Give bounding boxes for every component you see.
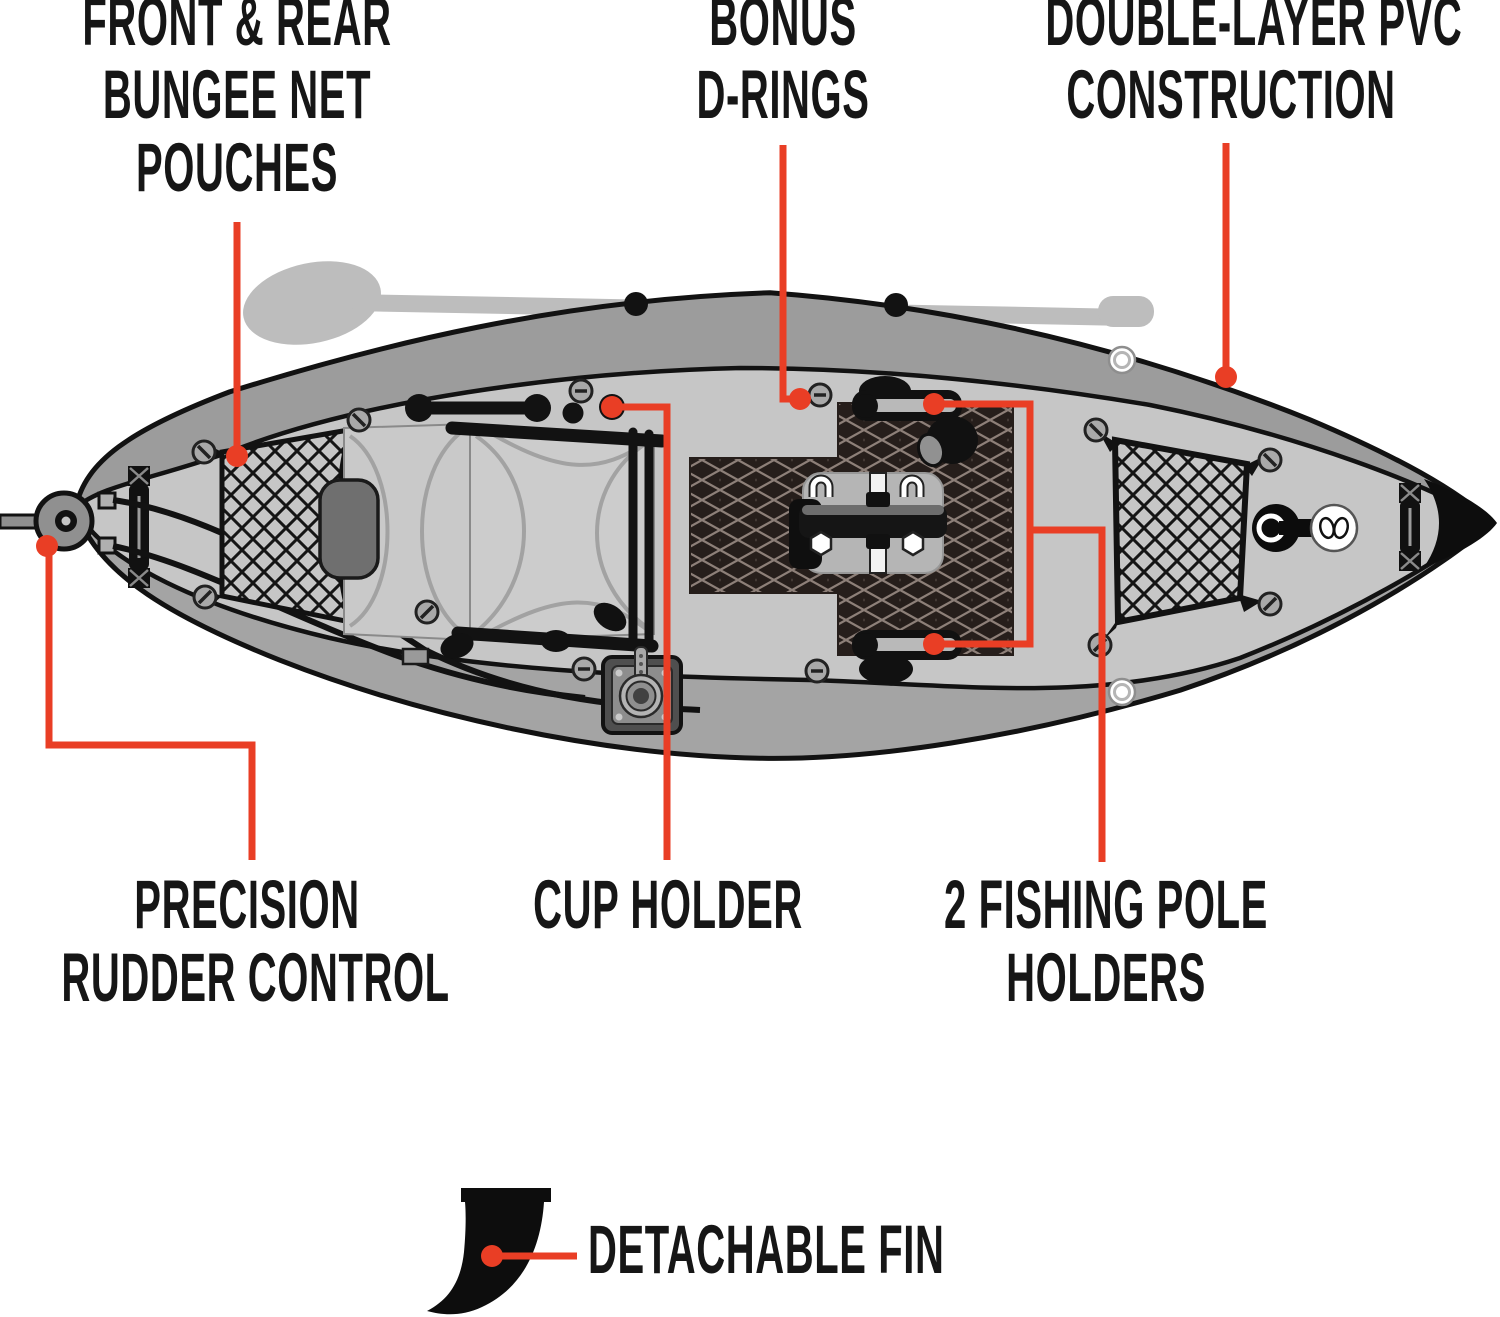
- cup-holder-plate: [601, 646, 683, 735]
- label-line: 2 FISHING POLE: [944, 866, 1268, 943]
- label-line: PRECISION: [134, 866, 360, 943]
- label-line: D-RINGS: [696, 56, 870, 133]
- callout-dots: [36, 366, 1237, 1267]
- callout-dot-pole-bottom: [923, 633, 945, 655]
- label-line: HOLDERS: [1006, 939, 1206, 1016]
- seat-strap-buckle: [401, 647, 430, 666]
- label-line: FRONT & REAR: [82, 0, 392, 60]
- air-valve-grommets: [1107, 345, 1137, 707]
- label-line: BUNGEE NET: [102, 56, 372, 133]
- callout-dot-pole-top: [923, 393, 945, 415]
- label-line: BONUS: [709, 0, 857, 60]
- label-bonus-d-rings: BONUS D-RINGS: [463, 0, 1103, 131]
- tackle-cup: [916, 416, 978, 468]
- deck-rail-bar: [405, 394, 551, 422]
- label-line: DETACHABLE FIN: [588, 1211, 945, 1288]
- callout-dot-cup: [601, 396, 623, 418]
- label-line: CONSTRUCTION: [1066, 56, 1396, 133]
- callout-dot-rudder: [36, 535, 58, 557]
- label-front-rear-bungee-net-pouches: FRONT & REAR BUNGEE NET POUCHES: [0, 0, 557, 204]
- callout-line-drings: [779, 145, 791, 403]
- callout-line-poles-drop: [1030, 526, 1106, 862]
- seat: [318, 421, 669, 666]
- label-double-layer-pvc: DOUBLE-LAYER PVC CONSTRUCTION: [911, 0, 1500, 131]
- label-2-fishing-pole-holders: 2 FISHING POLE HOLDERS: [786, 868, 1426, 1014]
- callout-dot-fin: [481, 1245, 503, 1267]
- label-line: POUCHES: [136, 129, 338, 206]
- label-line: DOUBLE-LAYER PVC: [1045, 0, 1463, 60]
- label-line: RUDDER CONTROL: [61, 939, 450, 1016]
- label-precision-rudder-control: PRECISION RUDDER CONTROL: [0, 868, 567, 1014]
- label-line: CUP HOLDER: [533, 866, 803, 943]
- headrest: [318, 478, 380, 580]
- rear-carry-handle: [128, 466, 150, 588]
- callout-dot-pvc: [1215, 366, 1237, 388]
- callout-line-poles: [934, 400, 1034, 648]
- rudder-control: [0, 490, 117, 555]
- callout-line-cup: [612, 403, 671, 860]
- brand-badge: [1309, 503, 1359, 553]
- label-cup-holder: CUP HOLDER: [348, 868, 988, 941]
- callout-line-rudder: [45, 552, 256, 860]
- drain-valve: [1252, 504, 1316, 552]
- label-detachable-fin: DETACHABLE FIN: [588, 1213, 1288, 1286]
- callout-lines: [45, 143, 1230, 1260]
- front-bungee-net: [1099, 432, 1264, 640]
- cooler-bag: [789, 472, 947, 574]
- front-carry-handle: [1399, 483, 1421, 571]
- bow-nose-cone: [1424, 479, 1497, 567]
- callout-dot-drings: [789, 388, 811, 410]
- callout-dot-bungee: [226, 445, 248, 467]
